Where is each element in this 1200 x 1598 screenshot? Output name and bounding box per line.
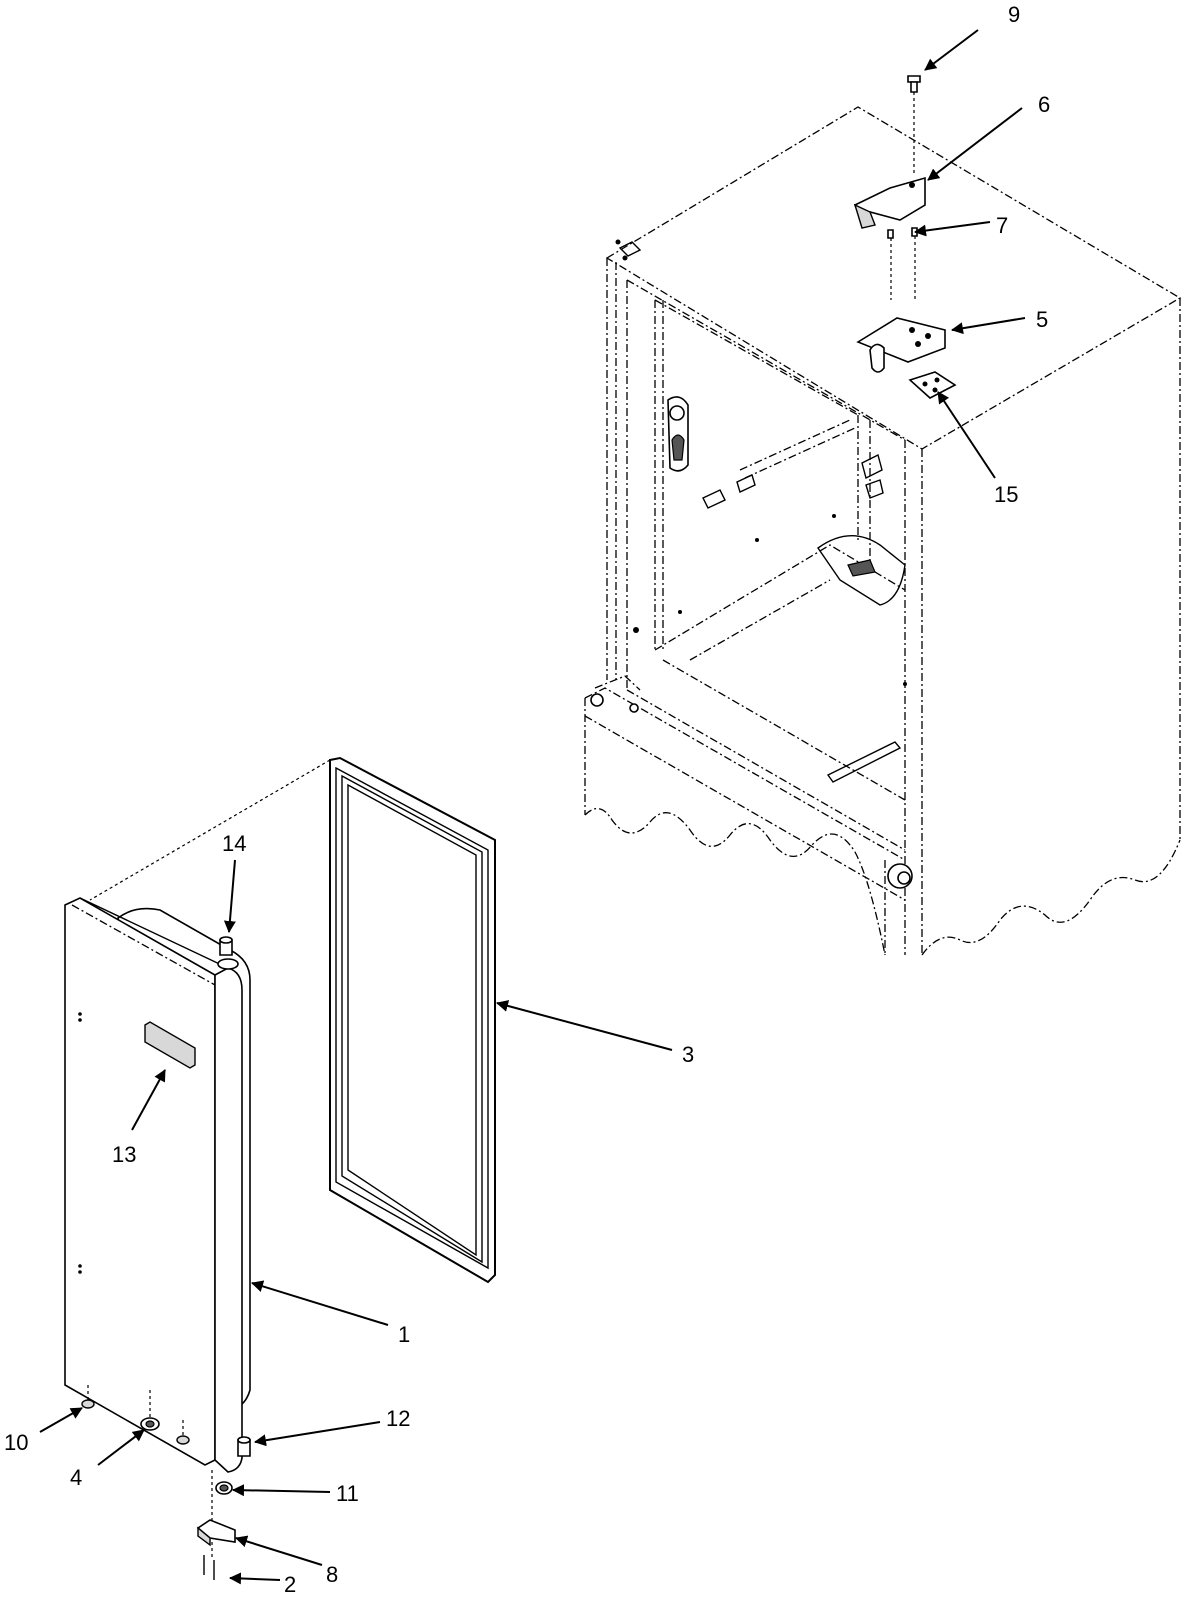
callout-4: 4 — [70, 1465, 82, 1490]
callout-13: 13 — [112, 1142, 136, 1167]
top-hinge-assembly — [853, 75, 957, 399]
callout-12: 12 — [386, 1406, 410, 1431]
callout-6: 6 — [1038, 92, 1050, 117]
callout-8: 8 — [326, 1562, 338, 1587]
callout-9: 9 — [1008, 2, 1020, 27]
callout-2: 2 — [284, 1572, 296, 1597]
callout-labels: 9 6 7 5 15 14 3 13 1 10 4 12 11 8 2 — [4, 2, 1050, 1597]
callout-11: 11 — [336, 1481, 359, 1506]
callout-15: 15 — [994, 482, 1018, 507]
door-assembly — [64, 897, 251, 1560]
refrigerator-cabinet — [584, 106, 1182, 956]
callout-5: 5 — [1036, 307, 1048, 332]
callout-14: 14 — [222, 831, 246, 856]
door-gasket — [89, 756, 496, 1284]
callout-1: 1 — [398, 1322, 410, 1347]
leader-arrows — [39, 29, 1026, 1585]
callout-3: 3 — [682, 1042, 694, 1067]
door-small-parts — [81, 936, 251, 1580]
callout-10: 10 — [4, 1430, 28, 1455]
callout-7: 7 — [996, 213, 1008, 238]
